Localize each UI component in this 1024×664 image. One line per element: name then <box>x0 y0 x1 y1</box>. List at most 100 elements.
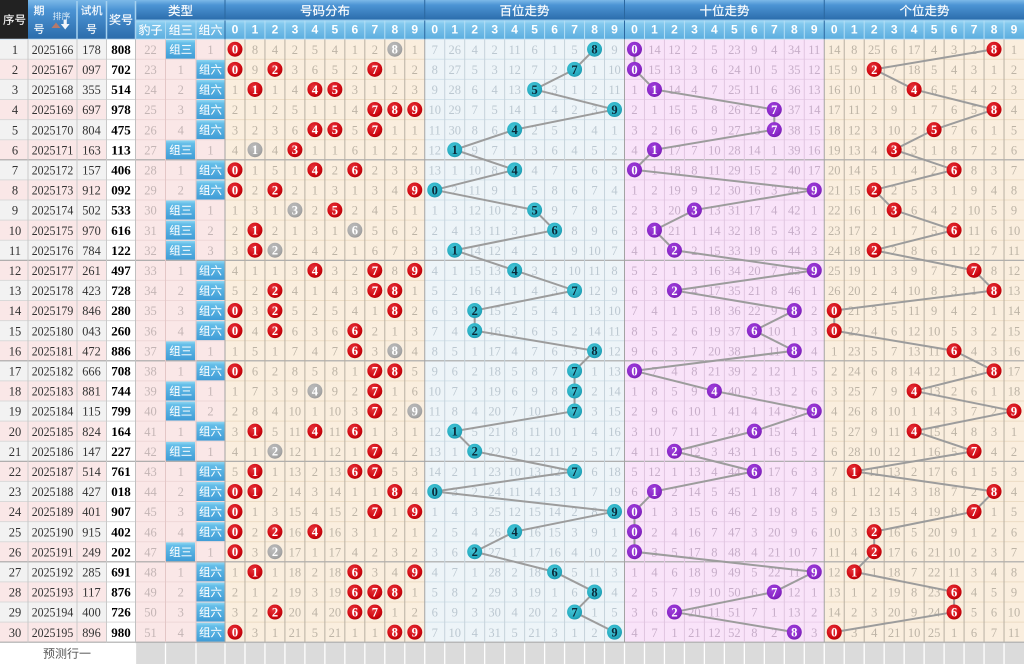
svg-text:11: 11 <box>808 43 820 57</box>
svg-text:4: 4 <box>252 324 259 338</box>
svg-text:6: 6 <box>931 83 937 97</box>
svg-text:2: 2 <box>292 184 298 198</box>
svg-text:5: 5 <box>332 203 338 217</box>
svg-text:1: 1 <box>332 103 338 117</box>
svg-text:4: 4 <box>951 63 958 77</box>
svg-text:5: 5 <box>671 545 677 559</box>
svg-text:3: 3 <box>432 545 438 559</box>
svg-text:6: 6 <box>711 505 717 519</box>
svg-text:3: 3 <box>971 63 977 77</box>
svg-text:16: 16 <box>668 123 681 137</box>
svg-text:5: 5 <box>332 304 338 318</box>
svg-text:1: 1 <box>292 224 298 238</box>
svg-text:1: 1 <box>232 565 238 579</box>
svg-text:17: 17 <box>928 465 941 479</box>
svg-text:13: 13 <box>808 83 821 97</box>
svg-text:8: 8 <box>991 264 997 278</box>
svg-text:6: 6 <box>751 465 757 479</box>
svg-text:28: 28 <box>728 143 741 157</box>
svg-text:3: 3 <box>412 465 418 479</box>
svg-text:13: 13 <box>868 505 881 519</box>
svg-text:6: 6 <box>531 43 537 57</box>
svg-text:2: 2 <box>591 626 597 640</box>
svg-text:0: 0 <box>831 324 837 338</box>
svg-text:0: 0 <box>232 545 238 559</box>
svg-text:092: 092 <box>111 183 131 198</box>
svg-text:37: 37 <box>144 344 157 358</box>
svg-text:27: 27 <box>144 143 157 157</box>
svg-text:20: 20 <box>528 606 541 620</box>
svg-text:7: 7 <box>611 244 617 258</box>
svg-text:32: 32 <box>728 224 741 238</box>
svg-text:4: 4 <box>512 606 519 620</box>
svg-text:3: 3 <box>452 485 458 499</box>
svg-text:10: 10 <box>848 83 861 97</box>
svg-text:1: 1 <box>178 264 184 278</box>
svg-text:15: 15 <box>688 505 701 519</box>
svg-text:6: 6 <box>611 224 617 238</box>
svg-text:14: 14 <box>848 163 861 177</box>
svg-text:3: 3 <box>252 545 258 559</box>
svg-text:3: 3 <box>551 626 557 640</box>
svg-text:5: 5 <box>931 123 937 137</box>
svg-text:19: 19 <box>329 586 342 600</box>
svg-text:15: 15 <box>708 244 721 258</box>
svg-text:6: 6 <box>771 83 777 97</box>
svg-text:17: 17 <box>888 545 901 559</box>
svg-text:10: 10 <box>608 63 621 77</box>
svg-text:8: 8 <box>591 204 597 218</box>
svg-text:3: 3 <box>352 525 358 539</box>
svg-text:691: 691 <box>111 564 131 579</box>
svg-text:14: 14 <box>289 485 302 499</box>
svg-text:2: 2 <box>971 304 977 318</box>
svg-text:1: 1 <box>272 83 278 97</box>
svg-text:1: 1 <box>651 224 657 238</box>
svg-text:202: 202 <box>111 544 131 559</box>
svg-text:7: 7 <box>831 465 837 479</box>
svg-text:2: 2 <box>1011 445 1017 459</box>
svg-text:1: 1 <box>571 425 577 439</box>
svg-text:25: 25 <box>144 103 157 117</box>
svg-text:20: 20 <box>9 425 22 439</box>
svg-text:1: 1 <box>252 83 258 97</box>
svg-text:1: 1 <box>332 224 338 238</box>
svg-text:2: 2 <box>991 324 997 338</box>
svg-text:115: 115 <box>82 404 101 419</box>
svg-text:1: 1 <box>352 445 358 459</box>
svg-text:5: 5 <box>651 324 657 338</box>
svg-text:7: 7 <box>591 485 597 499</box>
svg-text:1: 1 <box>811 586 817 600</box>
svg-text:5: 5 <box>312 364 318 378</box>
svg-text:19: 19 <box>928 505 941 519</box>
svg-text:18: 18 <box>329 565 342 579</box>
svg-text:9: 9 <box>412 404 418 418</box>
svg-text:9: 9 <box>611 23 618 37</box>
svg-text:0: 0 <box>831 23 838 37</box>
svg-text:10: 10 <box>448 626 461 640</box>
svg-text:2025191: 2025191 <box>32 544 74 559</box>
svg-text:0: 0 <box>631 43 637 57</box>
svg-text:10: 10 <box>289 405 302 419</box>
svg-text:2: 2 <box>352 63 358 77</box>
svg-text:9: 9 <box>571 244 577 258</box>
svg-text:2: 2 <box>452 284 458 298</box>
svg-text:3: 3 <box>651 204 657 218</box>
svg-text:1: 1 <box>651 505 657 519</box>
svg-text:3: 3 <box>292 143 298 157</box>
svg-text:4: 4 <box>272 143 279 157</box>
svg-text:9: 9 <box>751 43 757 57</box>
svg-text:16: 16 <box>688 525 701 539</box>
svg-text:28: 28 <box>848 445 861 459</box>
svg-text:5: 5 <box>412 364 418 378</box>
svg-text:0: 0 <box>232 505 238 519</box>
svg-text:2: 2 <box>272 324 278 338</box>
svg-text:6: 6 <box>292 123 298 137</box>
svg-text:0: 0 <box>232 43 238 57</box>
svg-text:8: 8 <box>611 264 617 278</box>
svg-text:10: 10 <box>9 224 22 238</box>
svg-text:7: 7 <box>991 626 997 640</box>
svg-text:16: 16 <box>768 445 781 459</box>
svg-text:1: 1 <box>971 525 977 539</box>
svg-text:13: 13 <box>848 143 861 157</box>
svg-text:5: 5 <box>392 204 398 218</box>
